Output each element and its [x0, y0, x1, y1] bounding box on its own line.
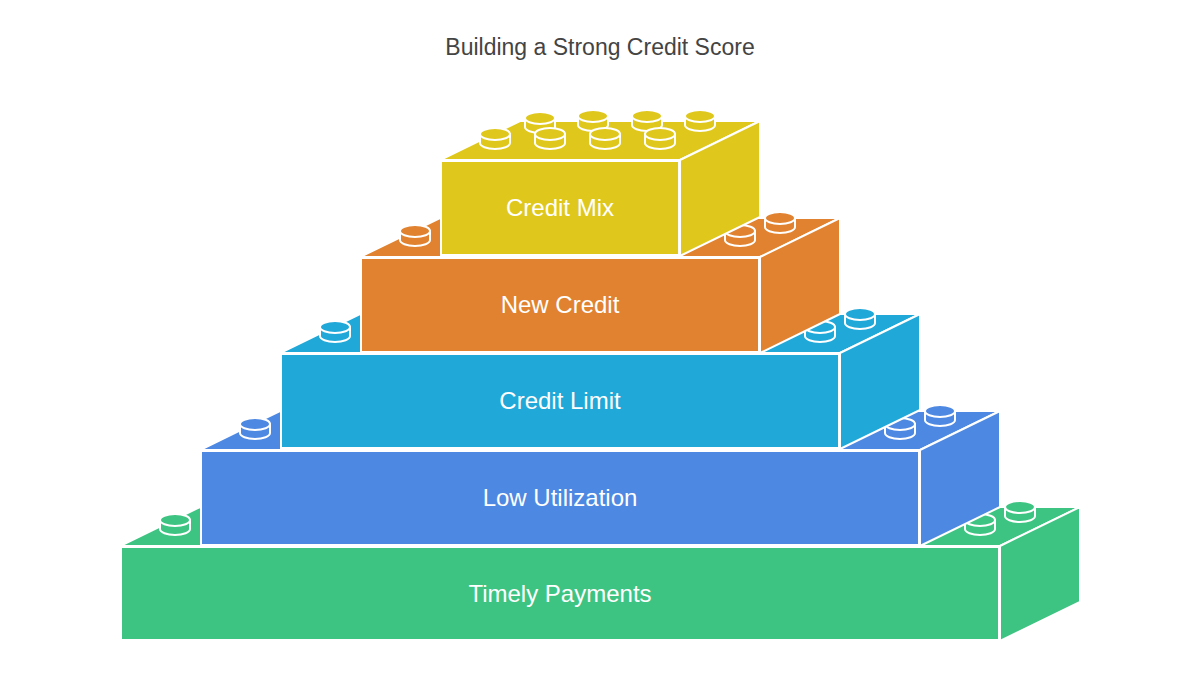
- brick-side-face: [920, 411, 1000, 546]
- brick-stud-top: [525, 112, 555, 124]
- brick-front-face: Credit Limit: [280, 353, 840, 449]
- brick-stud-top: [480, 128, 510, 140]
- brick-label: Low Utilization: [483, 484, 638, 512]
- brick-stud-top: [400, 225, 430, 237]
- brick-stud-top: [645, 128, 675, 140]
- brick-stud-top: [160, 514, 190, 526]
- brick-label: Timely Payments: [468, 580, 651, 608]
- brick-label: Credit Limit: [499, 387, 620, 415]
- brick-front-face: New Credit: [360, 257, 760, 353]
- brick-stud-top: [240, 418, 270, 430]
- brick-front-face: Timely Payments: [120, 546, 1000, 641]
- brick-side-face: [1000, 507, 1080, 641]
- brick-front-face: Low Utilization: [200, 450, 920, 546]
- brick-stud-top: [685, 110, 715, 122]
- brick-stud-top: [925, 405, 955, 417]
- brick-side-face: [680, 121, 760, 256]
- brick-stud-top: [535, 128, 565, 140]
- diagram-title: Building a Strong Credit Score: [0, 34, 1200, 61]
- brick-stud-top: [590, 128, 620, 140]
- brick-label: Credit Mix: [506, 194, 614, 222]
- brick-stud-top: [578, 110, 608, 122]
- brick-stud-top: [845, 308, 875, 320]
- brick-side-face: [760, 218, 840, 353]
- brick-stud-top: [632, 110, 662, 122]
- brick-front-face: Credit Mix: [440, 160, 680, 256]
- brick-stud-top: [320, 321, 350, 333]
- brick-stud-top: [1005, 501, 1035, 513]
- brick-label: New Credit: [501, 291, 620, 319]
- brick-stud-top: [765, 212, 795, 224]
- brick-side-face: [840, 314, 920, 449]
